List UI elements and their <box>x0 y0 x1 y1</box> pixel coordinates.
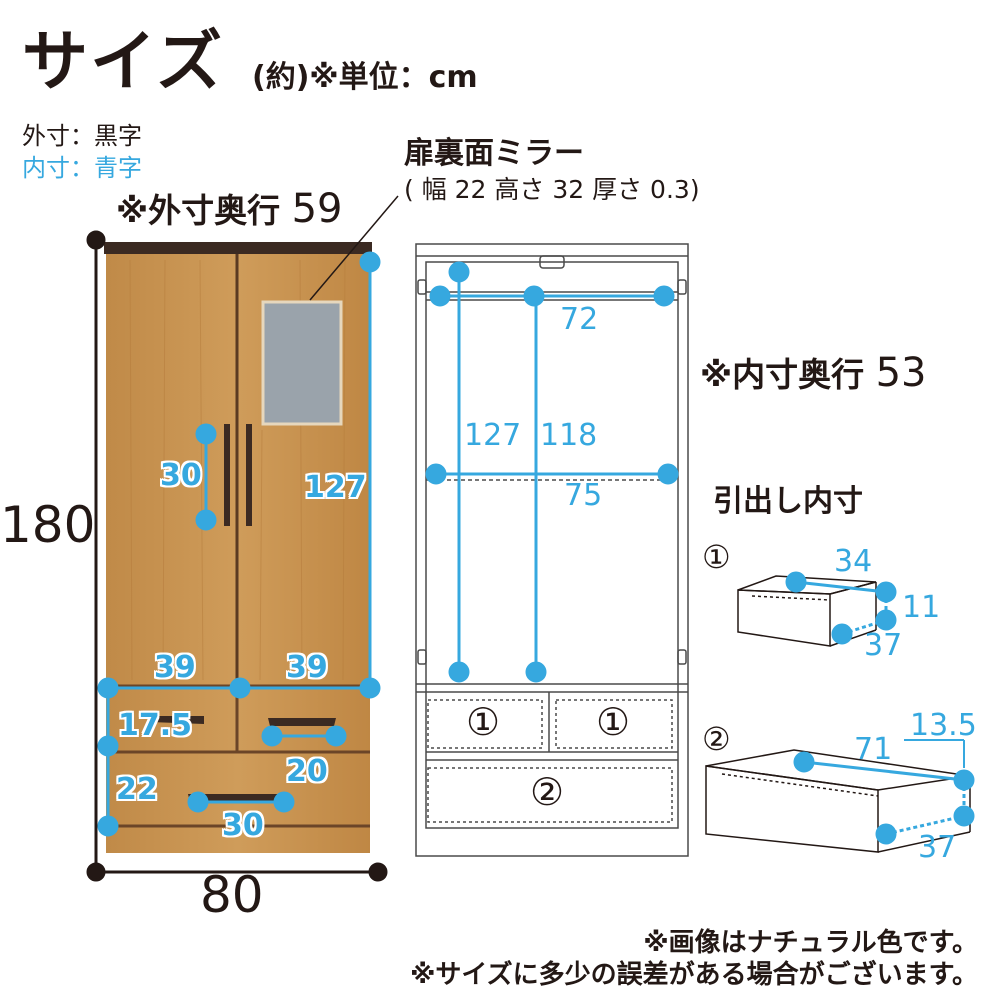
drawer-inner-title: 引出し内寸 <box>713 484 863 519</box>
page-title: サイズ <box>22 23 225 100</box>
drawer-2-dimension-lines <box>793 739 975 845</box>
drawer-1-height-label: 11 <box>902 590 941 625</box>
door-inner-height-label: 127 <box>304 470 367 505</box>
handle-length-label: 30 <box>160 458 202 493</box>
outer-depth-value: 59 <box>291 186 343 232</box>
inside-height-left-label: 127 <box>464 418 522 453</box>
inside-drawer-label-2: ② <box>530 770 565 814</box>
note-color: ※画像はナチュラル色です。 <box>643 928 978 958</box>
outer-depth-label: ※外寸奥行 <box>116 191 281 230</box>
drawer-width-right-label: 39 <box>286 650 328 685</box>
outer-height-label: 180 <box>0 496 96 554</box>
legend-outer: 外寸：黒字 <box>22 122 142 150</box>
drawer-1-number: ① <box>702 538 731 576</box>
mirror-leader-line <box>309 195 399 301</box>
inner-dimension-lines-inside <box>425 261 679 683</box>
drawer-2-number: ② <box>702 720 731 758</box>
inner-depth: ※内寸奥行 53 <box>700 348 927 396</box>
drawer-2-depth-label: 37 <box>918 830 957 865</box>
drawer-1-dimension-lines <box>785 571 897 645</box>
drawer-2-height-label: 13.5 <box>910 708 977 743</box>
drawer-2-width-label: 71 <box>854 732 893 767</box>
inner-dimension-lines-front <box>97 251 381 837</box>
inside-drawer-label-1a: ① <box>466 700 501 744</box>
drawer-1-width-label: 34 <box>834 544 873 579</box>
inner-depth-label: ※内寸奥行 <box>700 355 865 394</box>
drawer-1-illustration <box>737 575 877 647</box>
unit-note: (約)※単位：cm <box>252 60 478 95</box>
drawer-2-handle-label: 30 <box>222 808 264 843</box>
outer-width-label: 80 <box>200 866 264 924</box>
wardrobe-front <box>104 242 372 853</box>
inside-top-width-label: 72 <box>560 302 599 337</box>
inside-drawer-label-1b: ① <box>596 700 631 744</box>
inner-depth-value: 53 <box>875 350 927 396</box>
drawer-width-left-label: 39 <box>154 650 196 685</box>
drawer-1-handle-label: 20 <box>286 754 328 789</box>
drawer-2-height-label: 22 <box>116 772 158 807</box>
drawer-1-depth-label: 37 <box>864 628 903 663</box>
legend-inner: 内寸：青字 <box>22 154 142 182</box>
inside-shelf-width-label: 75 <box>564 478 603 513</box>
drawer-1-height-label: 17.5 <box>118 708 193 743</box>
mirror-title: 扉裏面ミラー <box>404 136 584 171</box>
mirror-spec: ( 幅 22 高さ 32 厚さ 0.3) <box>404 175 700 204</box>
inside-height-mid-label: 118 <box>540 418 598 453</box>
wardrobe-inside <box>415 243 689 857</box>
outer-depth: ※外寸奥行 59 <box>116 184 343 232</box>
outer-dimension-lines <box>86 230 388 882</box>
note-tolerance: ※サイズに多少の誤差がある場合がございます。 <box>410 960 978 990</box>
